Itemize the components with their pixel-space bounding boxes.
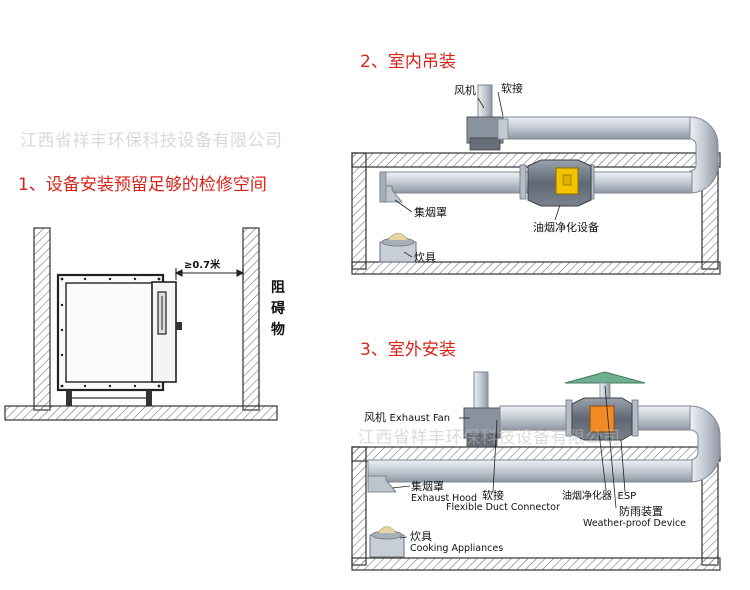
heading-outdoor-install: 3、室外安装 bbox=[360, 340, 456, 360]
p3-stove-label: 炊具 Cooking Appliances bbox=[410, 531, 503, 555]
left-wall bbox=[33, 227, 51, 411]
panel2-purifier bbox=[527, 159, 592, 207]
equipment-cabinet bbox=[56, 273, 182, 406]
p3-purifier-cn: 油烟净化器 bbox=[562, 491, 612, 502]
p3-connector-en: Flexible Duct Connector bbox=[446, 502, 560, 513]
panel2-room bbox=[351, 152, 721, 275]
p3-rain-cn: 防雨装置 bbox=[619, 505, 663, 518]
panel3-room bbox=[351, 446, 721, 571]
p3-fan-cn: 风机 bbox=[364, 411, 386, 424]
p3-rain-label: 防雨装置 Weather-proof Device bbox=[583, 506, 686, 530]
p3-hood-en: Exhaust Hood bbox=[411, 493, 477, 504]
p3-fan-en: Exhaust Fan bbox=[389, 413, 451, 424]
p3-fan-label: 风机 Exhaust Fan bbox=[364, 412, 450, 425]
p2-hood-label: 集烟罩 bbox=[414, 206, 447, 219]
watermark-bottom: 江西省祥丰环保科技设备有限公司 bbox=[358, 428, 621, 448]
p3-hood-cn: 集烟罩 bbox=[411, 480, 444, 493]
p2-stove-label: 炊具 bbox=[414, 251, 436, 264]
panel3-duct bbox=[367, 371, 721, 493]
p3-connector-label: 软接 Flexible Duct Connector bbox=[446, 490, 560, 514]
floor bbox=[4, 405, 278, 421]
p3-hood-label: 集烟罩 Exhaust Hood bbox=[411, 481, 477, 505]
p3-connector-cn: 软接 bbox=[482, 489, 504, 502]
p2-soft-joint-label: 软接 bbox=[501, 82, 523, 95]
p3-purifier-label: 油烟净化器 ESP bbox=[562, 490, 636, 503]
p3-rain-en: Weather-proof Device bbox=[583, 518, 687, 529]
clearance-dimension bbox=[174, 268, 245, 280]
panel2-stove bbox=[379, 232, 417, 263]
panel3-stove bbox=[369, 526, 405, 558]
p2-fan-label: 风机 bbox=[454, 84, 476, 97]
p3-stove-cn: 炊具 bbox=[410, 530, 432, 543]
p2-purifier-label: 油烟净化设备 bbox=[533, 221, 599, 234]
right-wall bbox=[242, 227, 260, 411]
clearance-label: ≥0.7米 bbox=[184, 260, 221, 271]
panel3-purifier bbox=[571, 397, 633, 441]
watermark-top: 江西省祥丰环保科技设备有限公司 bbox=[20, 131, 283, 151]
heading-maintenance-space: 1、设备安装预留足够的检修空间 bbox=[18, 175, 267, 195]
heading-indoor-hanging: 2、室内吊装 bbox=[360, 52, 456, 72]
obstacle-label: 阻碍物 bbox=[271, 280, 285, 338]
p3-esp-label: ESP bbox=[617, 491, 637, 502]
p3-stove-en: Cooking Appliances bbox=[410, 543, 504, 554]
